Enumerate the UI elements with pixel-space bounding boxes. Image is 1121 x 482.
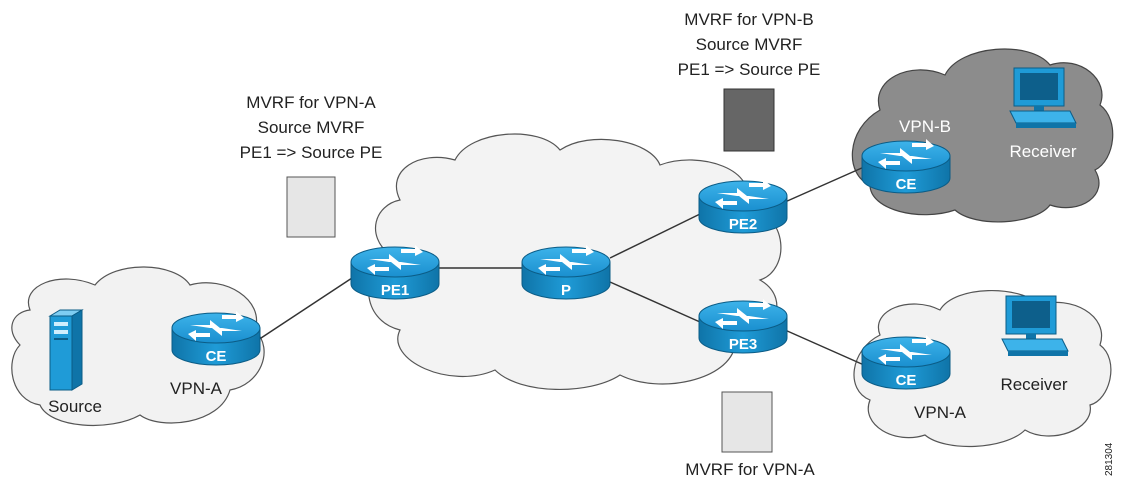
router-pe1-label: PE1 — [381, 282, 409, 299]
pe2-annotation-line-2: Source MVRF — [696, 35, 803, 54]
server-icon — [48, 309, 84, 391]
router-pe3: PE3 — [698, 299, 788, 354]
pe1-mvrf-annotation: MVRF for VPN-A Source MVRF PE1 => Source… — [240, 93, 383, 162]
vpnb-host-label: Receiver — [1009, 142, 1076, 161]
router-pe1: PE1 — [350, 245, 440, 300]
pe2-annotation-line-1: MVRF for VPN-B — [684, 10, 813, 29]
router-p: P — [521, 245, 611, 300]
vpnb-name-label: VPN-B — [899, 117, 951, 136]
router-p-label: P — [561, 282, 571, 299]
pe2-annotation-line-3: PE1 => Source PE — [678, 60, 821, 79]
mvrf-table-pe3 — [721, 391, 773, 453]
pe1-annotation-line-2: Source MVRF — [258, 118, 365, 137]
links — [257, 166, 865, 366]
link-p-pe3 — [609, 281, 701, 323]
figure-id: 281304 — [1104, 442, 1115, 476]
router-ce-vpnb-label: CE — [896, 176, 917, 193]
router-pe2: PE2 — [698, 179, 788, 234]
pe1-annotation-line-3: PE1 => Source PE — [240, 143, 383, 162]
router-ce-vpnb: CE — [861, 139, 951, 194]
link-p-pe2 — [609, 213, 701, 259]
pe2-mvrf-annotation: MVRF for VPN-B Source MVRF PE1 => Source… — [678, 10, 821, 79]
pe3-mvrf-annotation: MVRF for VPN-A — [685, 460, 815, 479]
mvrf-table-pe1 — [286, 176, 336, 238]
link-pe3-ce-vpna — [784, 329, 865, 366]
vpna-host-label: Receiver — [1000, 375, 1067, 394]
link-ce-pe1 — [257, 277, 353, 341]
link-pe2-ce-vpnb — [784, 166, 865, 203]
mvrf-table-pe2 — [723, 88, 775, 152]
router-ce-source-label: CE — [206, 348, 227, 365]
router-ce-vpna: CE — [861, 335, 951, 390]
router-pe3-label: PE3 — [729, 336, 757, 353]
router-ce-source: CE — [171, 311, 261, 366]
router-pe2-label: PE2 — [729, 216, 757, 233]
pe1-annotation-line-1: MVRF for VPN-A — [246, 93, 376, 112]
source-vpn-label: VPN-A — [170, 379, 223, 398]
pc-icon — [1009, 67, 1077, 128]
pc-icon — [1001, 295, 1069, 356]
vpn-b-receiver-cloud — [851, 48, 1114, 223]
vpna-name-label: VPN-A — [914, 403, 967, 422]
source-host-label: Source — [48, 397, 102, 416]
router-ce-vpna-label: CE — [896, 372, 917, 389]
